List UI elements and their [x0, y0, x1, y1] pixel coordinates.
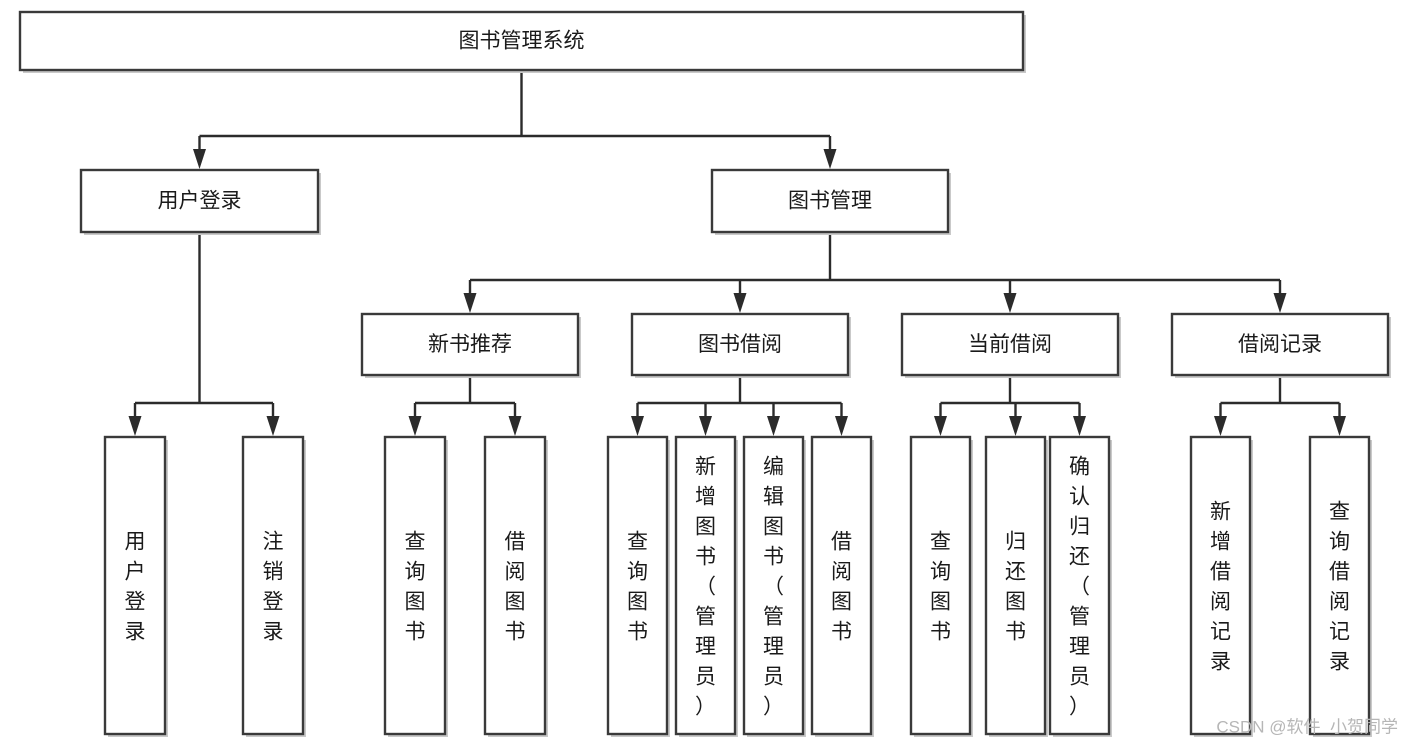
- connector-group-user-login: [128, 232, 280, 436]
- node-leaf-add-record-label: 新增借阅记录: [1210, 501, 1231, 674]
- node-leaf-logout-label: 注销登录: [263, 531, 284, 644]
- node-user-login-label: 用户登录: [158, 190, 242, 213]
- connector-layer: [128, 70, 1346, 436]
- node-leaf-borrow-book-rec-label: 借阅图书: [505, 531, 526, 644]
- node-leaf-confirm-return-rect[interactable]: [1048, 435, 1111, 736]
- node-leaf-logout-rect[interactable]: [241, 435, 305, 736]
- node-leaf-edit-book-label: 编辑图书（管理员）: [763, 456, 784, 719]
- node-new-book-recommend[interactable]: 新书推荐: [360, 312, 581, 378]
- node-leaf-return-book[interactable]: 归还图书: [984, 435, 1048, 737]
- node-user-login-rect[interactable]: [79, 168, 320, 234]
- node-root-图书管理系统-label: 图书管理系统: [459, 30, 585, 53]
- node-leaf-return-book-label: 归还图书: [1005, 531, 1026, 644]
- node-book-manage[interactable]: 图书管理: [710, 168, 951, 235]
- node-leaf-add-book[interactable]: 新增图书（管理员）: [674, 435, 738, 737]
- node-leaf-confirm-return-label: 确认归还（管理员）: [1069, 456, 1090, 719]
- node-leaf-user-login-label: 用户登录: [125, 531, 146, 644]
- node-leaf-return-book-rect[interactable]: [984, 435, 1047, 736]
- node-leaf-add-record-rect[interactable]: [1189, 435, 1252, 736]
- node-root-图书管理系统-rect[interactable]: [18, 10, 1025, 72]
- node-leaf-confirm-return[interactable]: 确认归还（管理员）: [1048, 435, 1112, 737]
- connector-group-current-borrow: [934, 375, 1086, 436]
- node-leaf-query-book-current-label: 查询图书: [930, 531, 951, 644]
- connector-group-root: [193, 70, 837, 169]
- node-new-book-recommend-label: 新书推荐: [428, 333, 512, 356]
- node-current-borrow-label: 当前借阅: [968, 333, 1052, 356]
- connector-group-book-manage: [463, 232, 1287, 313]
- node-borrow-record[interactable]: 借阅记录: [1170, 312, 1391, 378]
- node-leaf-query-book-borrow-label: 查询图书: [627, 531, 648, 644]
- node-leaf-borrow-book-rect[interactable]: [810, 435, 873, 736]
- node-leaf-query-book-rec-rect[interactable]: [383, 435, 447, 736]
- node-leaf-query-record[interactable]: 查询借阅记录: [1308, 435, 1372, 737]
- connector-group-book-borrow: [631, 375, 848, 436]
- node-leaf-query-record-label: 查询借阅记录: [1329, 501, 1350, 674]
- node-leaf-query-book-current[interactable]: 查询图书: [909, 435, 973, 737]
- node-leaf-add-book-rect[interactable]: [674, 435, 737, 736]
- node-book-manage-label: 图书管理: [788, 190, 872, 213]
- node-leaf-add-record[interactable]: 新增借阅记录: [1189, 435, 1253, 737]
- node-current-borrow-rect[interactable]: [900, 312, 1120, 377]
- node-root-图书管理系统[interactable]: 图书管理系统: [18, 10, 1026, 73]
- node-leaf-edit-book[interactable]: 编辑图书（管理员）: [742, 435, 806, 737]
- node-leaf-borrow-book-label: 借阅图书: [831, 531, 852, 644]
- node-leaf-borrow-book-rec-rect[interactable]: [483, 435, 547, 736]
- node-book-manage-rect[interactable]: [710, 168, 950, 234]
- node-leaf-query-book-current-rect[interactable]: [909, 435, 972, 736]
- node-leaf-query-record-rect[interactable]: [1308, 435, 1371, 736]
- node-current-borrow[interactable]: 当前借阅: [900, 312, 1121, 378]
- node-borrow-record-label: 借阅记录: [1238, 333, 1322, 356]
- node-leaf-borrow-book[interactable]: 借阅图书: [810, 435, 874, 737]
- node-leaf-query-book-borrow[interactable]: 查询图书: [606, 435, 670, 737]
- node-borrow-record-rect[interactable]: [1170, 312, 1390, 377]
- node-book-borrow-rect[interactable]: [630, 312, 850, 377]
- node-leaf-user-login-rect[interactable]: [103, 435, 167, 736]
- node-leaf-user-login[interactable]: 用户登录: [103, 435, 168, 737]
- node-leaf-add-book-label: 新增图书（管理员）: [695, 456, 716, 719]
- node-leaf-borrow-book-rec[interactable]: 借阅图书: [483, 435, 548, 737]
- node-leaf-query-book-rec-label: 查询图书: [405, 531, 426, 644]
- node-leaf-logout[interactable]: 注销登录: [241, 435, 306, 737]
- node-layer: 图书管理系统用户登录图书管理新书推荐图书借阅当前借阅借阅记录用户登录注销登录查询…: [18, 10, 1391, 737]
- connector-group-borrow-record: [1214, 375, 1346, 436]
- node-book-borrow[interactable]: 图书借阅: [630, 312, 851, 378]
- node-book-borrow-label: 图书借阅: [698, 333, 782, 356]
- node-leaf-query-book-borrow-rect[interactable]: [606, 435, 669, 736]
- connector-group-new-book-recommend: [408, 375, 522, 436]
- node-new-book-recommend-rect[interactable]: [360, 312, 580, 377]
- node-leaf-query-book-rec[interactable]: 查询图书: [383, 435, 448, 737]
- node-leaf-edit-book-rect[interactable]: [742, 435, 805, 736]
- csdn-watermark: CSDN @软件_小贺同学: [1216, 717, 1398, 736]
- node-user-login[interactable]: 用户登录: [79, 168, 321, 235]
